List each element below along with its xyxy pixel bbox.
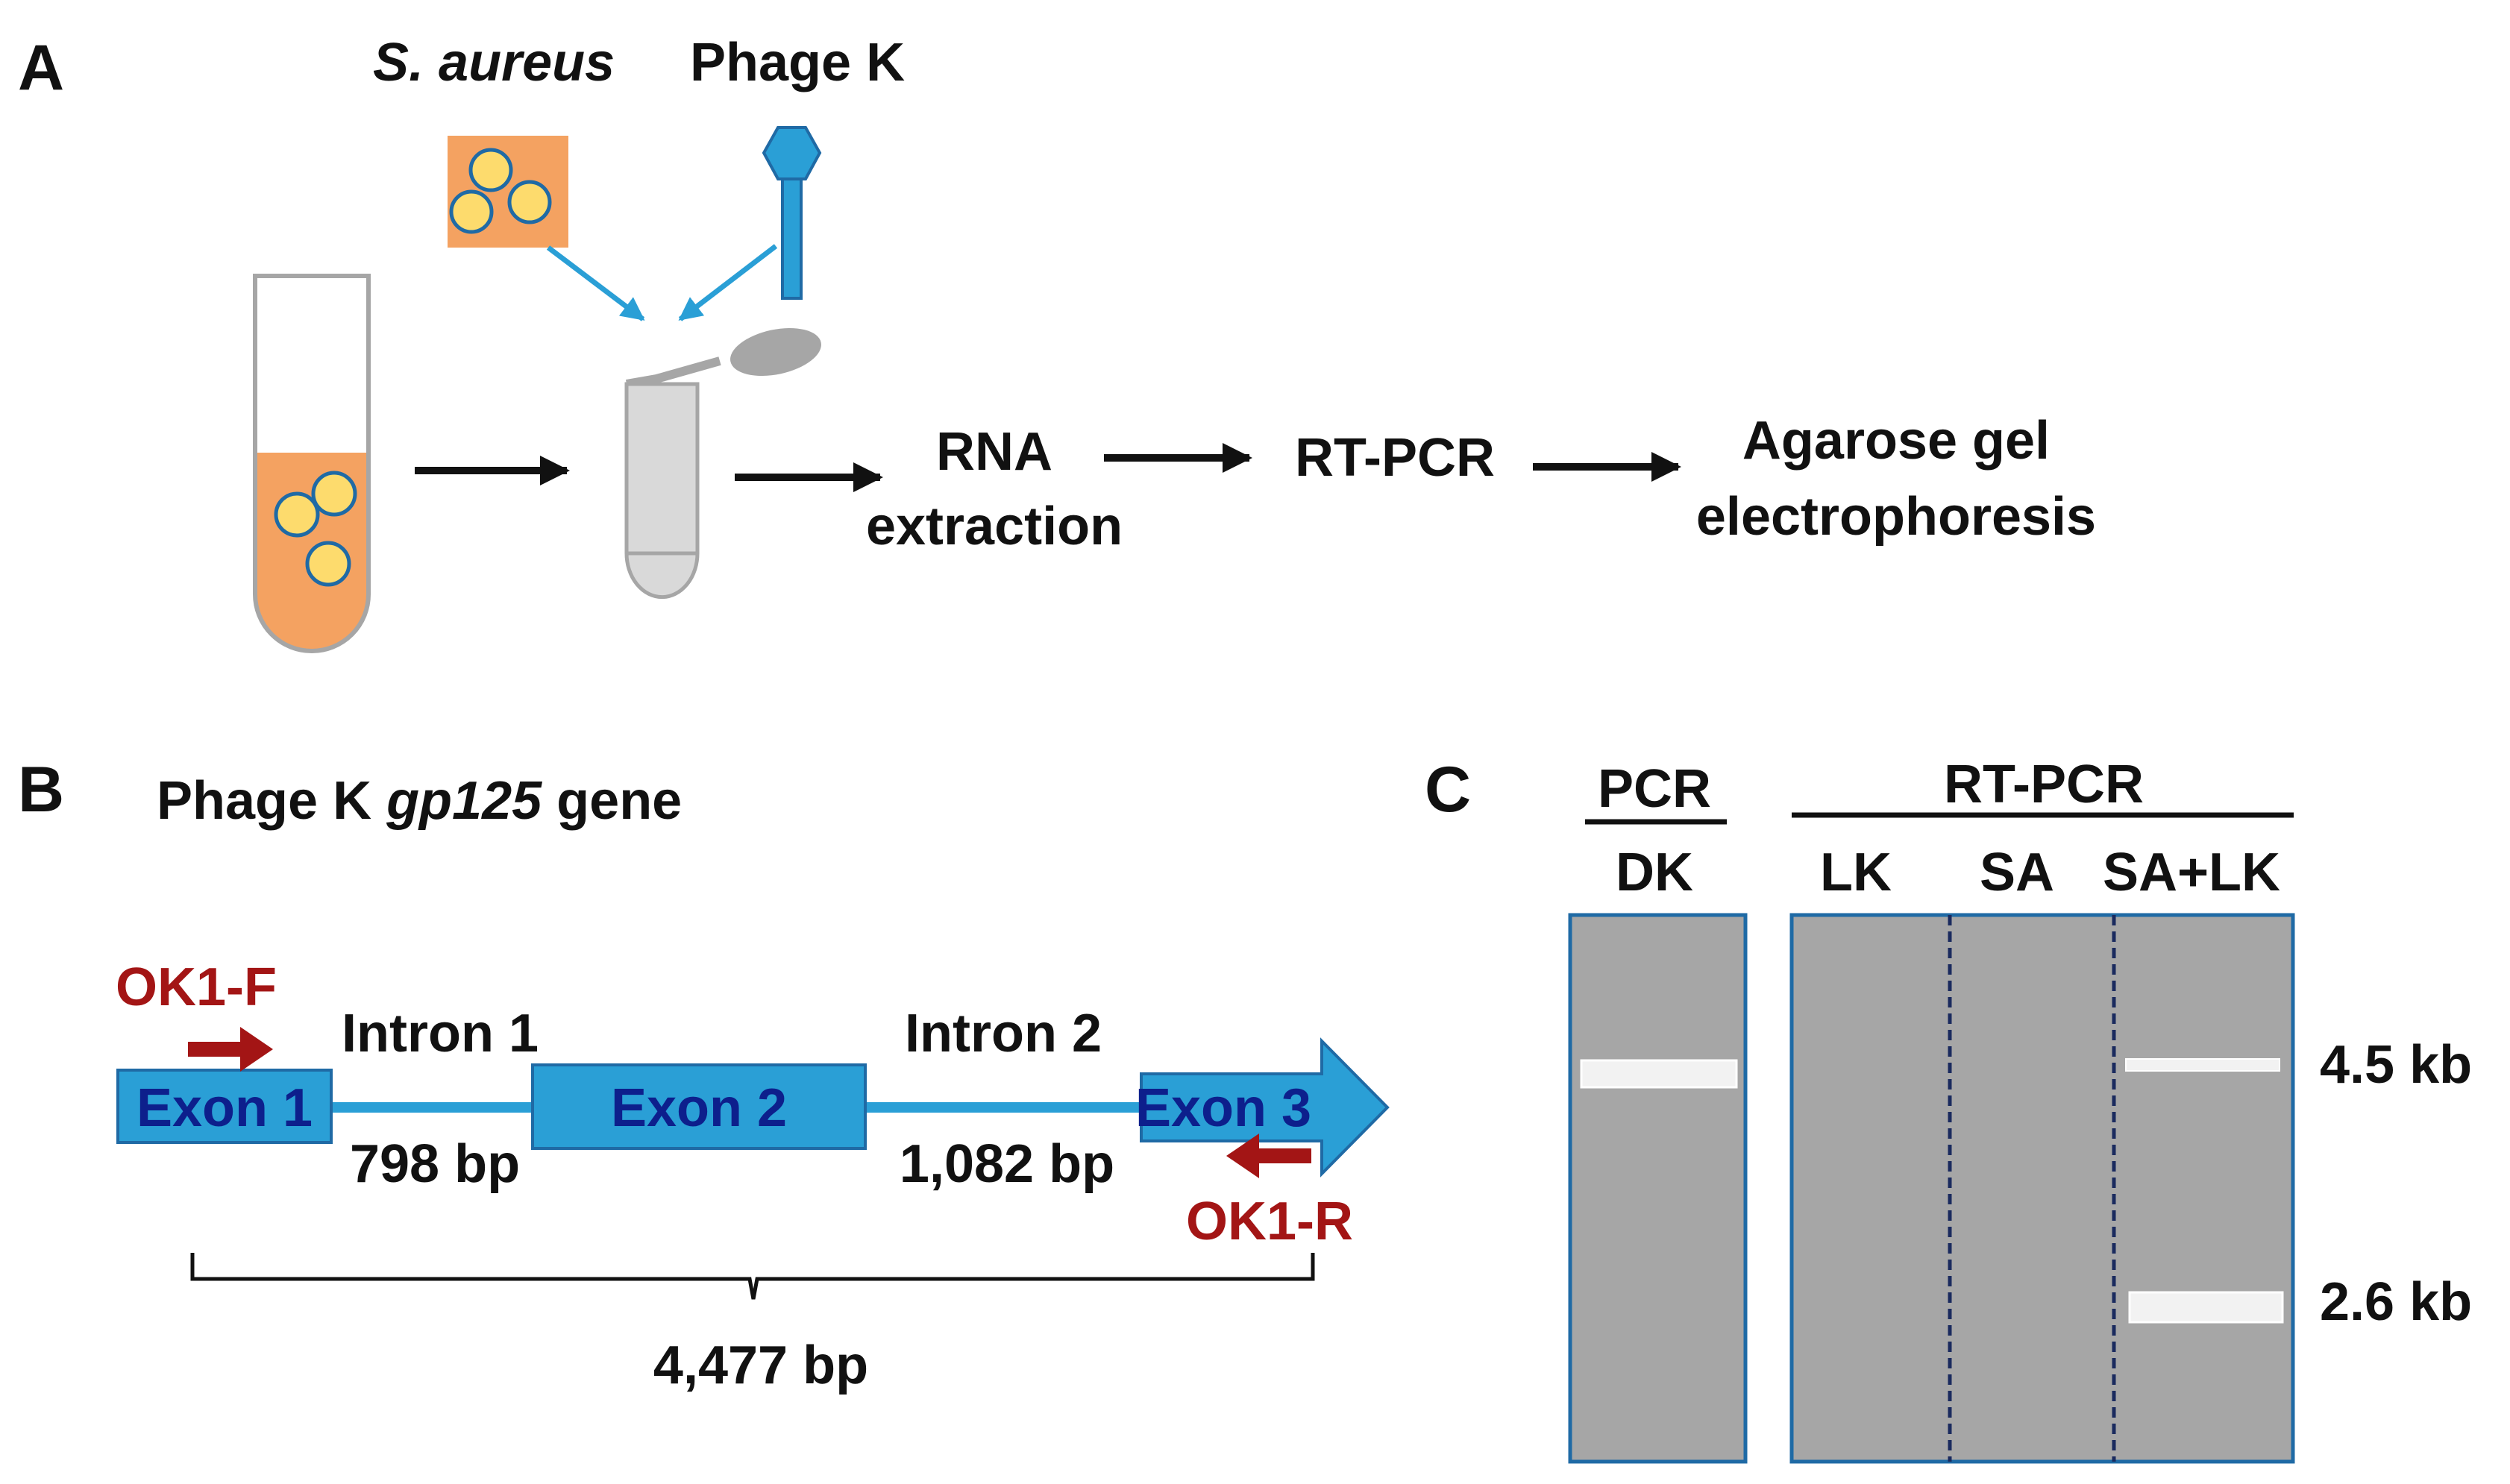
intron-1-length: 798 bp: [350, 1134, 520, 1194]
phage-to-tube-arrow: [678, 244, 778, 321]
exon-1-box: [116, 1069, 333, 1144]
intron-2-length: 1,082 bp: [900, 1134, 1114, 1194]
gene-title: Phage K gp125 gene: [157, 771, 682, 831]
exon-3-label: Exon 3: [1135, 1078, 1311, 1138]
primer-forward-label: OK1-F: [116, 958, 277, 1017]
band-sa-lk-4-5kb: [2125, 1058, 2280, 1072]
panel-label-c: C: [1425, 754, 1471, 826]
band-sa-lk-2-6kb: [2128, 1291, 2284, 1324]
step-gel-line2: electrophoresis: [1696, 487, 2096, 547]
step-gel-line1: Agarose gel: [1742, 411, 2050, 471]
culture-to-tube-arrow: [546, 245, 645, 321]
primer-reverse-arrow: [1226, 1134, 1311, 1178]
primer-reverse-label: OK1-R: [1186, 1192, 1353, 1251]
exon-2-label: Exon 2: [611, 1078, 787, 1138]
exon-2-box: [531, 1063, 867, 1150]
microtube-icon: [624, 327, 821, 600]
primer-forward-arrow: [188, 1027, 273, 1072]
panel-label-b: B: [18, 754, 64, 826]
gel-pcr: [1568, 913, 1748, 1464]
lane-label-sa-lk: SA+LK: [2103, 843, 2280, 902]
size-marker-2-6kb: 2.6 kb: [2320, 1272, 2472, 1332]
step-rna-line1: RNA: [936, 422, 1052, 482]
intron-2-name: Intron 2: [905, 1004, 1102, 1063]
panel-label-a: A: [18, 32, 64, 104]
s-aureus-culture-icon: [448, 136, 568, 248]
lane-label-sa: SA: [1980, 843, 2054, 902]
lane-label-dk: DK: [1616, 843, 1693, 902]
culture-tube-icon: [253, 274, 371, 653]
exon-3-arrow: [1140, 1037, 1390, 1178]
organism-label: S. aureus: [373, 33, 615, 92]
gel-rtpcr: [1789, 913, 2295, 1464]
gene-span-bracket: [190, 1253, 1315, 1300]
step-rna-line2: extraction: [866, 497, 1123, 556]
phage-label: Phage K: [690, 33, 905, 92]
phage-icon: [762, 126, 822, 300]
size-marker-4-5kb: 4.5 kb: [2320, 1035, 2472, 1095]
step-rtpcr: RT-PCR: [1295, 428, 1495, 488]
group-rtpcr-label: RT-PCR: [1944, 755, 2144, 814]
band-dk-4-5kb: [1580, 1059, 1738, 1089]
lane-label-lk: LK: [1820, 843, 1892, 902]
intron-1-name: Intron 1: [342, 1004, 539, 1063]
group-pcr-label: PCR: [1598, 759, 1711, 819]
exon-1-label: Exon 1: [137, 1078, 313, 1138]
total-length-label: 4,477 bp: [653, 1336, 868, 1395]
